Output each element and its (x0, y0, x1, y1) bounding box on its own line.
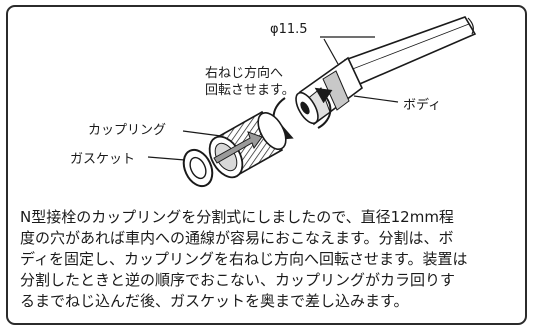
description-line: るまでねじ込んだ後、ガスケットを奥まで差し込みます。 (20, 292, 409, 310)
gasket-label: ガスケット (70, 152, 136, 167)
insert-arrow (213, 131, 263, 164)
body-label: ボディ (403, 98, 442, 113)
description-line: ディを固定し、カップリングを右ねじ方向へ回転させます。装置は (20, 250, 468, 268)
description-text: N型接栓のカップリングを分割式にしましたので、直径12mm程 度の穴があれば車内… (20, 207, 520, 312)
coupling-label: カップリング (88, 123, 167, 138)
rotation-label-line1: 右ねじ方向へ (205, 66, 284, 81)
cable (343, 16, 477, 88)
leader-lines (147, 36, 399, 161)
description-line: N型接栓のカップリングを分割式にしましたので、直径12mm程 (20, 208, 454, 226)
gasket-ring (182, 148, 214, 188)
description-line: 分割したときと逆の順序でおこない、カップリングがカラ回りす (20, 271, 456, 289)
connector-body (295, 56, 363, 126)
description-line: 度の穴があれば車内への通線が容易におこなえます。分割は、ボ (20, 229, 454, 247)
rotation-label-line2: 回転させます。 (205, 83, 295, 98)
diameter-label: φ11.5 (270, 22, 308, 37)
figure-frame (6, 5, 527, 325)
